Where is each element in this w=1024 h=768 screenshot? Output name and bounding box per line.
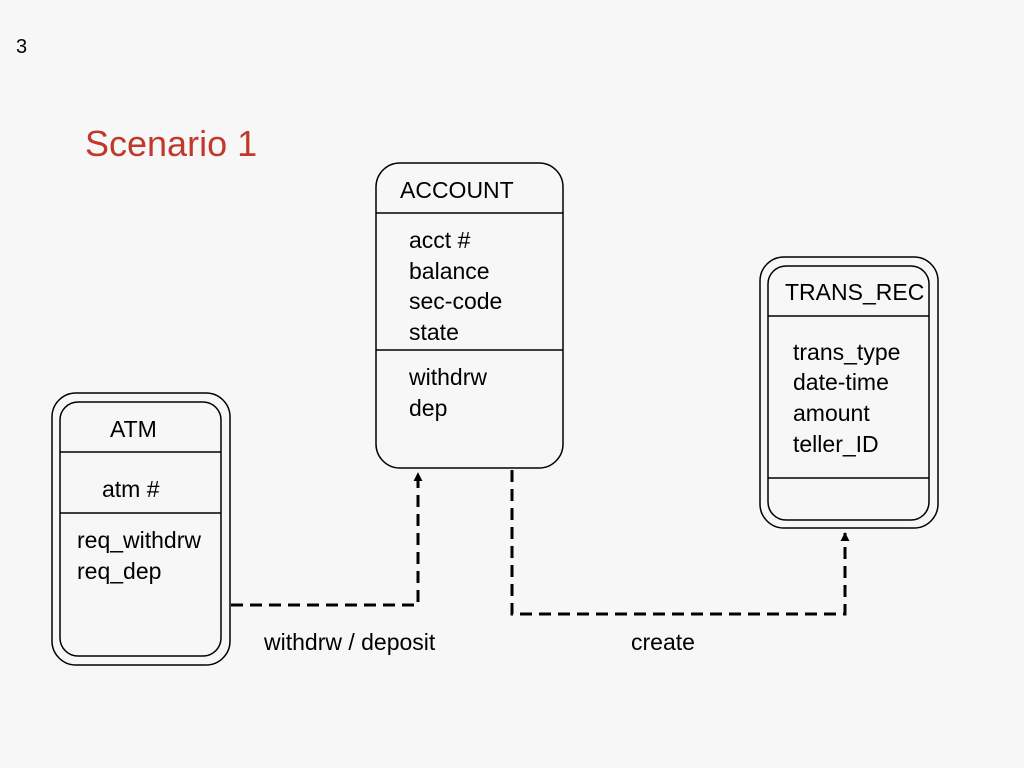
page-number: 3 [16,36,27,58]
atm-to-account-arrow [231,472,423,607]
account-to-trans-rec-label: create [631,629,695,655]
trans-rec-outer-box [759,256,939,529]
account-name: ACCOUNT [400,177,514,203]
account-operation: dep [409,395,447,421]
account-attribute: acct # [409,227,471,253]
account-attribute: sec-code [409,288,502,314]
account-to-trans-rec-arrow [510,470,850,616]
trans-rec-inner-box [767,265,930,521]
trans-rec-name: TRANS_REC [785,279,924,305]
atm-attribute: atm # [102,476,160,502]
atm-name: ATM [110,416,157,442]
diagram-title: Scenario 1 [85,123,257,164]
atm-inner-box [59,401,222,657]
atm-to-account-label: withdrw / deposit [263,629,436,655]
trans-rec-attribute: date-time [793,369,889,395]
account-attribute: state [409,319,459,345]
account-box [375,162,564,469]
account-operation: withdrw [408,364,487,390]
account-attribute: balance [409,258,490,284]
trans-rec-attribute: amount [793,400,870,426]
trans-rec-entity: TRANS_REC trans_type date-time amount te… [759,256,939,529]
atm-operation: req_withdrw [77,527,201,553]
atm-operation: req_dep [77,558,161,584]
atm-outer-box [51,392,231,666]
atm-entity: ATM atm # req_withdrw req_dep [51,392,231,666]
trans-rec-attribute: trans_type [793,339,900,365]
account-entity: ACCOUNT acct # balance sec-code state wi… [375,162,564,469]
trans-rec-attribute: teller_ID [793,431,879,457]
